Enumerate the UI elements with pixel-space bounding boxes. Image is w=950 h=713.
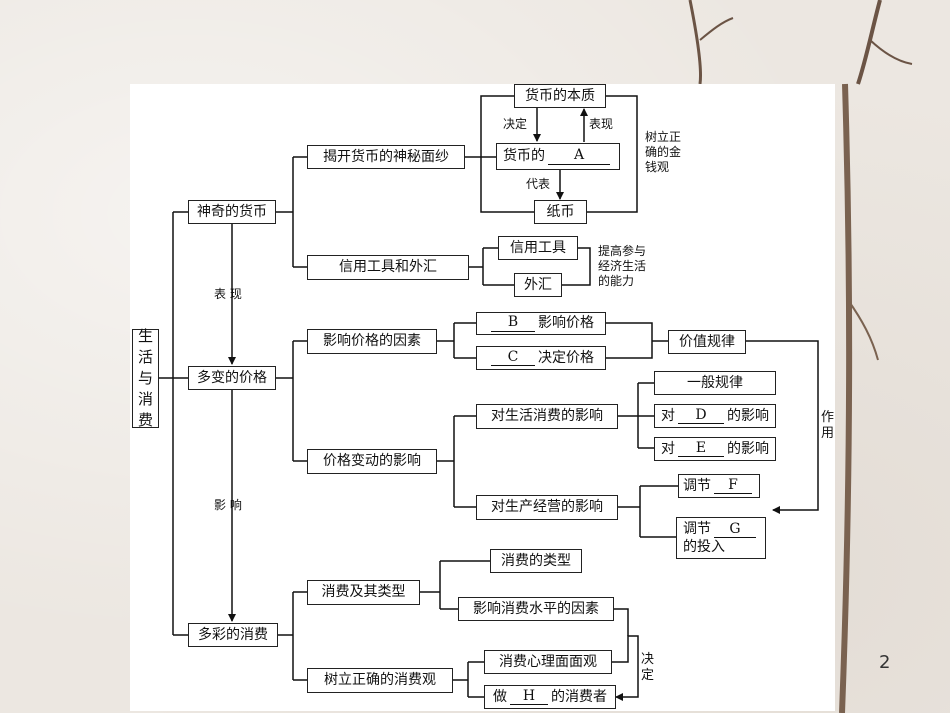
blank-b: B (491, 314, 535, 332)
node-h-consumer: 做 H 的消费者 (484, 685, 616, 709)
h-prefix: 做 (493, 688, 507, 705)
d-suffix: 的影响 (727, 407, 769, 424)
label-decide: 决定 (503, 117, 528, 131)
node-e-effect: 对 E 的影响 (654, 437, 776, 461)
root-life-and-consumption: 生 活 与 消 费 (132, 327, 159, 429)
node-consumer-psychology: 消费心理面面观 (484, 650, 612, 674)
b-suffix: 影响价格 (538, 315, 594, 332)
node-b-affect-price: B 影响价格 (476, 312, 606, 335)
d-prefix: 对 (661, 407, 675, 424)
node-credit-tool: 信用工具 (498, 236, 578, 260)
node-magical-money: 神奇的货币 (188, 200, 276, 224)
e-prefix: 对 (661, 440, 675, 457)
node-foreign-exchange: 外汇 (514, 273, 562, 297)
label-correct-money-view: 树立正 确的金 钱观 (645, 130, 682, 174)
root-char: 生 (137, 327, 153, 345)
node-money-function-a: 货币的 A (496, 143, 620, 170)
blank-f: F (714, 477, 752, 495)
label-improve-ability: 提高参与 经济生活 的能力 (598, 244, 647, 288)
node-changing-price: 多变的价格 (188, 366, 276, 390)
label-represent: 代表 (526, 177, 551, 191)
page-number: 2 (879, 652, 891, 673)
money-function-prefix: 货币的 (503, 148, 545, 165)
c-suffix: 决定价格 (538, 349, 594, 366)
label-influence: 影 响 (214, 498, 242, 512)
label-show: 表 现 (214, 287, 242, 301)
node-price-change-effect: 价格变动的影响 (307, 449, 437, 474)
node-consumption-types: 消费及其类型 (307, 580, 420, 605)
node-consumption-level-factors: 影响消费水平的因素 (458, 597, 614, 621)
node-effect-on-life: 对生活消费的影响 (476, 404, 618, 429)
e-suffix: 的影响 (727, 440, 769, 457)
node-general-rule: 一般规律 (654, 371, 776, 395)
root-char: 消 (137, 390, 153, 408)
blank-c: C (491, 349, 535, 367)
node-colorful-consumption: 多彩的消费 (188, 623, 278, 647)
blank-a: A (548, 147, 610, 165)
node-kinds-of-consumption: 消费的类型 (490, 549, 582, 573)
root-char: 费 (137, 411, 153, 429)
node-unveil-money: 揭开货币的神秘面纱 (307, 145, 465, 169)
blank-e: E (678, 440, 724, 458)
node-effect-on-business: 对生产经营的影响 (476, 495, 618, 520)
h-suffix: 的消费者 (551, 688, 607, 705)
blank-g: G (714, 521, 756, 539)
root-char: 与 (137, 369, 153, 387)
node-credit-and-fx: 信用工具和外汇 (307, 255, 469, 280)
g-suffix: 的投入 (683, 539, 725, 556)
blank-h: H (510, 688, 548, 706)
root-char: 活 (137, 348, 153, 366)
node-money-essence: 货币的本质 (514, 84, 606, 108)
label-effect: 作 用 (821, 410, 835, 442)
g-prefix: 调节 (683, 520, 711, 537)
node-correct-consumption-view: 树立正确的消费观 (307, 668, 453, 693)
node-paper-money: 纸币 (534, 200, 587, 224)
f-prefix: 调节 (683, 477, 711, 494)
node-c-decide-price: C 决定价格 (476, 346, 606, 370)
node-law-of-value: 价值规律 (668, 330, 746, 354)
node-price-factors: 影响价格的因素 (307, 329, 437, 354)
node-d-effect: 对 D 的影响 (654, 404, 776, 428)
label-show-2: 表现 (589, 117, 614, 131)
label-decide-2: 决 定 (641, 652, 655, 684)
blank-d: D (678, 407, 724, 425)
node-adjust-f: 调节 F (678, 474, 760, 498)
